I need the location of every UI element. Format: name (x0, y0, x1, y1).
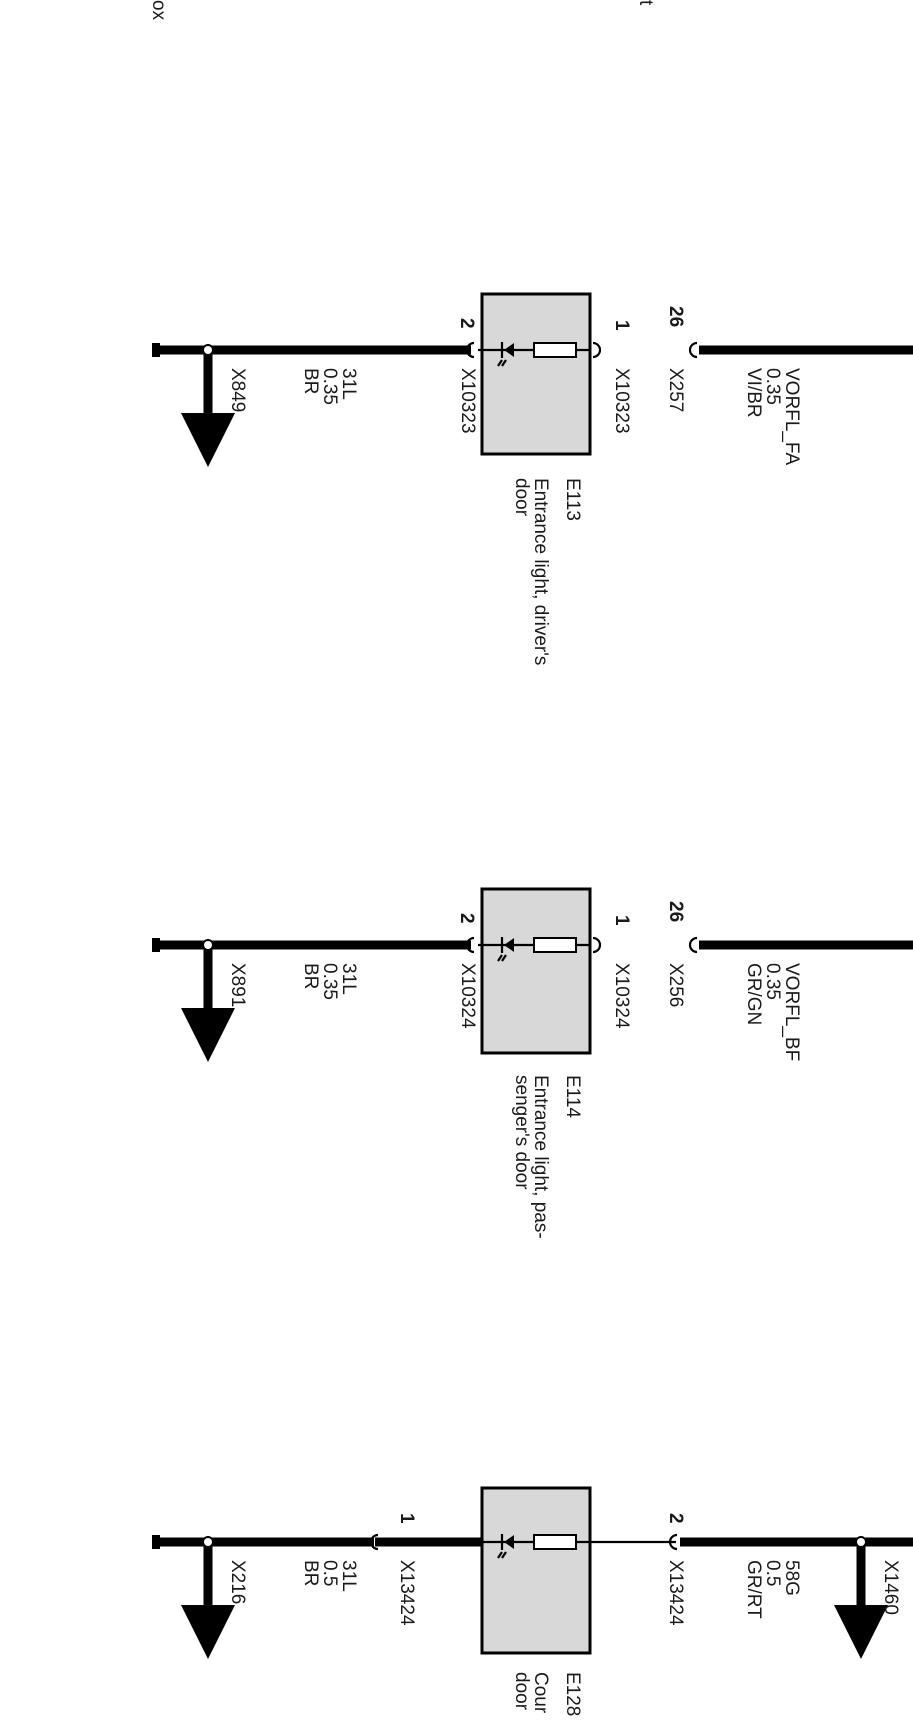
lower-wire-color: BR (300, 1560, 321, 1586)
upper-wire-name: VORFL_BF (781, 963, 802, 1061)
ground-label: X849 (227, 368, 248, 412)
lower-wire-gauge: 0.35 (319, 963, 340, 1000)
ground-label: X216 (227, 1560, 248, 1604)
component-id: E114 (562, 1075, 583, 1118)
plug-contact (688, 341, 698, 359)
upper-wire-color: GR/GN (743, 963, 764, 1025)
lower-wire-name: 31L (338, 963, 359, 995)
connector-lower-label: X13424 (396, 1560, 417, 1626)
plug-label: X256 (665, 963, 686, 1007)
pin-lower: 1 (396, 1513, 417, 1524)
lower-wire-gauge: 0.5 (319, 1560, 340, 1586)
component-box (480, 1486, 592, 1655)
wire-end-stub (152, 343, 160, 357)
contact-pin-1 (592, 936, 602, 954)
lower-wire-name: 31L (338, 1560, 359, 1592)
contact-pin-2 (465, 341, 475, 359)
ground-label: X891 (227, 963, 248, 1007)
component-description-line-1: Entrance light, pas- (530, 1075, 551, 1239)
pin-lower: 2 (456, 318, 477, 329)
lower-wire-gauge: 0.35 (319, 368, 340, 405)
pin-upper: 1 (611, 915, 632, 926)
diode-symbol (504, 343, 514, 357)
upper-ground-label: X1460 (880, 1560, 901, 1615)
plug-contact (688, 936, 698, 954)
lower-wire-color: BR (300, 963, 321, 989)
resistor-symbol (533, 1534, 577, 1550)
ground-node (202, 1536, 214, 1548)
connector-lower-label: X10324 (457, 963, 478, 1029)
wire-end-stub (152, 1535, 160, 1549)
ground-node (202, 939, 214, 951)
contact-pin-2 (465, 936, 475, 954)
upper-wire-gauge: 0.35 (762, 368, 783, 405)
plug-label: X257 (665, 368, 686, 412)
connector-upper-label: X10324 (611, 963, 632, 1029)
contact-pin-1 (592, 341, 602, 359)
pin-upper: 2 (665, 1513, 686, 1524)
led-emission-icon (497, 954, 507, 962)
contact-pin-1 (369, 1533, 379, 1551)
component-description-line-2: door (511, 478, 532, 517)
resistor-symbol (533, 937, 577, 953)
upper-ground-node (855, 1536, 867, 1548)
upper-wire-gauge: 0.35 (762, 963, 783, 1000)
lower-wire-name: 31L (338, 368, 359, 400)
component-description-line-2: senger's door (511, 1075, 532, 1190)
component-description-line-1: Entrance light, driver's (530, 478, 551, 665)
plug-pin-number: 26 (665, 306, 686, 327)
component-description-line-2: door (511, 1672, 532, 1711)
diode-symbol (504, 1535, 514, 1549)
connector-lower-label: X10323 (457, 368, 478, 434)
edge-label-left: ox (148, 0, 169, 21)
diode-symbol (504, 938, 514, 952)
upper-wire-name: 58G (781, 1560, 802, 1596)
component-box (480, 292, 592, 456)
pin-lower: 2 (456, 913, 477, 924)
resistor-symbol (533, 342, 577, 358)
component-id: E113 (562, 478, 583, 521)
component-id: E128 (562, 1672, 583, 1716)
edge-label-right: t (635, 0, 656, 6)
circuit-e113: 1 2 26 X10323 X10323 X257 VORFL_FA 0.35 … (152, 292, 913, 665)
upper-wire-color: GR/RT (743, 1560, 764, 1619)
circuit-e114: 1 2 26 X10324 X10324 X256 VORFL_BF 0.35 … (152, 887, 913, 1239)
circuit-e128: 2 1 X13424 X13424 58G 0.5 GR/RT X1460 31… (152, 1486, 913, 1716)
led-emission-icon (497, 1551, 507, 1559)
upper-wire-name: VORFL_FA (781, 368, 802, 465)
wire-end-stub (152, 938, 160, 952)
upper-wire-color: VI/BR (743, 368, 764, 418)
upper-wire-gauge: 0.5 (762, 1560, 783, 1586)
connector-upper-label: X13424 (665, 1560, 686, 1626)
component-description-line-1: Cour (530, 1672, 551, 1714)
pin-upper: 1 (611, 320, 632, 331)
led-emission-icon (497, 359, 507, 367)
plug-pin-number: 26 (665, 901, 686, 922)
component-box (480, 887, 592, 1055)
ground-node (202, 344, 214, 356)
lower-wire-color: BR (300, 368, 321, 394)
connector-upper-label: X10323 (611, 368, 632, 434)
